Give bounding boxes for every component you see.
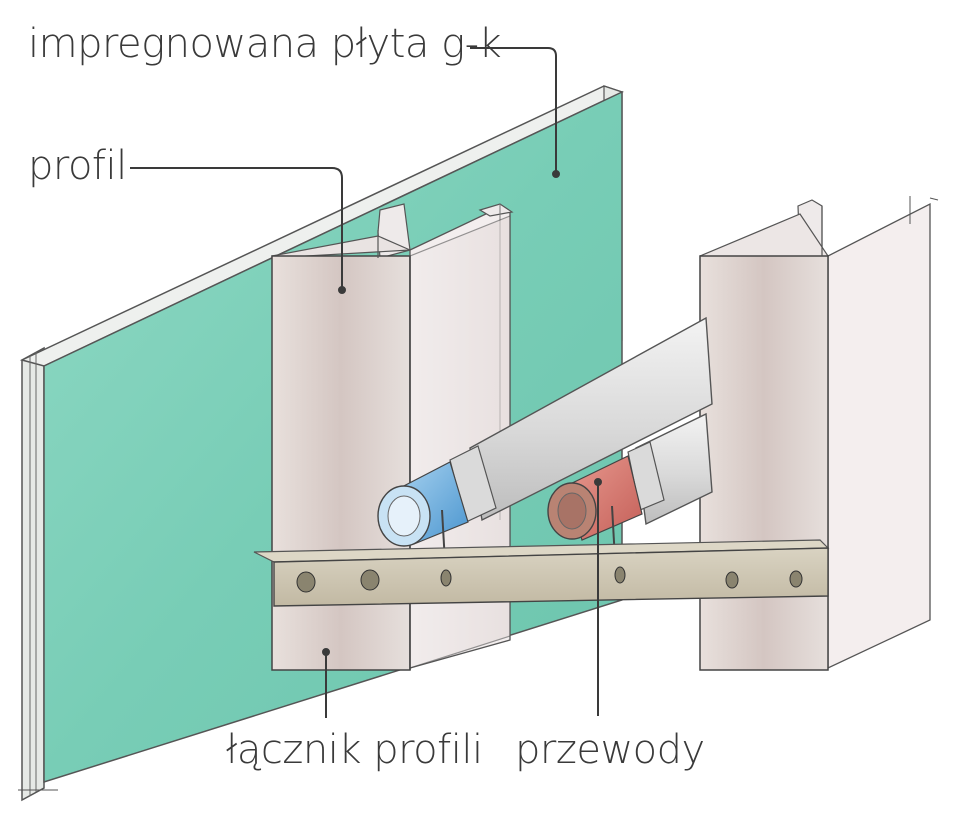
label-profile: profil [28,143,127,189]
leader-profil [130,167,343,288]
label-pipes: przewody [515,727,705,773]
connector-bar [253,539,830,607]
pipes [377,316,713,581]
label-gypsum-board: impregnowana płyta g-k [28,21,502,67]
label-profile-connector: łącznik profili [226,727,483,773]
bar-holes [296,566,803,593]
leader-plyta [470,47,557,172]
leader-lines [130,47,602,718]
right-profile [699,196,939,671]
